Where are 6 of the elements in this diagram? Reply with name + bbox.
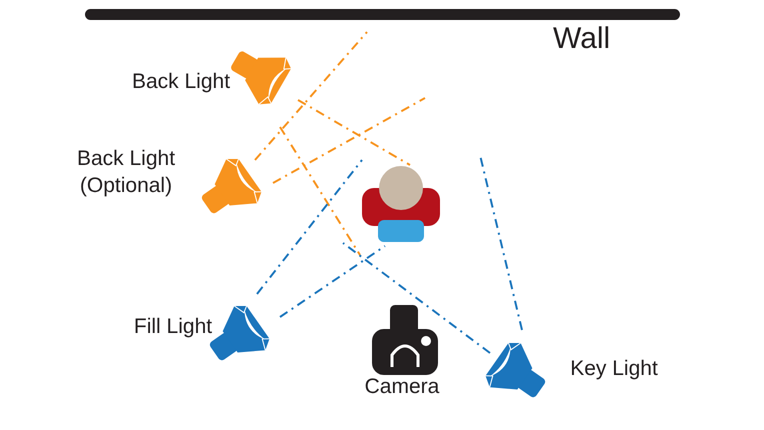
light-label: Back Light (Optional) — [76, 146, 176, 199]
light-label: Fill Light — [132, 314, 214, 340]
wall-label: Wall — [553, 24, 610, 54]
light-label: Back Light — [130, 69, 232, 95]
light-label: Camera — [364, 374, 440, 400]
light-label: Key Light — [569, 356, 659, 382]
